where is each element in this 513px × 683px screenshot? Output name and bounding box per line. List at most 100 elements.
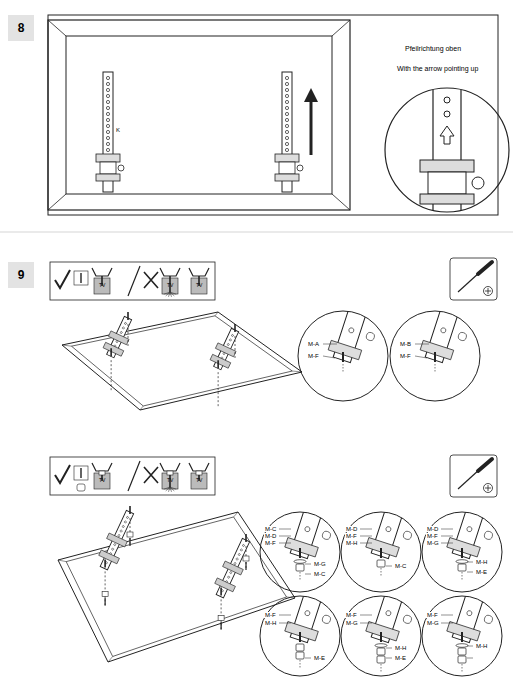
line-art: [385, 610, 391, 616]
detail-view: [327, 299, 383, 372]
line-art: [275, 174, 299, 181]
line-art: [466, 610, 472, 616]
line-art: [55, 270, 70, 288]
leader-line: [467, 658, 473, 659]
line-art: [100, 162, 116, 174]
line-art: [450, 258, 497, 300]
line-art: [227, 343, 230, 346]
line-art: [285, 622, 319, 641]
part-callout: M-C: [313, 571, 326, 577]
tv-bracket: [101, 312, 137, 390]
part-callout: M-D: [426, 526, 439, 532]
line-art: [456, 560, 468, 564]
line-art: [106, 118, 109, 121]
detail-view: [365, 500, 420, 576]
line-art: [62, 345, 71, 346]
detail-circle: [385, 88, 509, 212]
part-callout: M-F: [399, 353, 412, 359]
line-art: [160, 463, 180, 471]
detail-view: [284, 500, 339, 580]
line-art: [234, 562, 237, 565]
line-art: [58, 512, 295, 662]
bevel-line: [332, 194, 350, 210]
line-art: [343, 364, 344, 372]
line-art: [275, 154, 299, 162]
line-art: [285, 136, 288, 139]
line-art: [144, 272, 158, 288]
line-art: [108, 656, 113, 662]
line-art: [236, 558, 239, 561]
part-label: TV: [195, 283, 203, 288]
line-art: [235, 336, 236, 360]
part-callout: M-F: [307, 353, 320, 359]
leader-line: [386, 658, 392, 659]
line-art: [402, 614, 412, 624]
line-art: [144, 467, 158, 483]
line-art: [120, 331, 123, 334]
line-art: [120, 530, 123, 533]
line-art: [428, 172, 466, 194]
line-art: [483, 530, 493, 540]
line-art: [420, 194, 474, 204]
part-callout: M-F: [426, 533, 439, 539]
line-art: [458, 656, 466, 663]
line-art: [234, 512, 238, 517]
line-art: [447, 538, 481, 557]
line-art: [461, 548, 463, 558]
detail-circle: [390, 311, 480, 401]
screw-length-icons: [50, 262, 215, 300]
detail-circle: [341, 596, 421, 676]
part-callout: M-G: [345, 620, 359, 626]
part-callout: M-H: [394, 645, 407, 651]
line-art: [478, 262, 492, 274]
line-art: [102, 591, 108, 596]
part-label: TV: [98, 283, 106, 288]
line-art: [284, 500, 339, 564]
line-art: [461, 632, 463, 642]
leader-line: [467, 572, 473, 573]
leader-line: [279, 529, 291, 530]
line-art: [444, 97, 450, 103]
line-art: [285, 100, 288, 103]
part-callout: M-G: [313, 561, 327, 567]
line-art: [106, 112, 109, 115]
line-art: [140, 406, 143, 410]
line-art: [189, 463, 209, 471]
line-art: [105, 571, 106, 605]
screwdriver-icon: [450, 258, 497, 300]
line-art: [106, 82, 109, 85]
detail-circle: [298, 311, 388, 401]
line-art: [472, 177, 484, 189]
part-callout: M-F: [264, 540, 277, 546]
detail-circle: [260, 512, 340, 592]
leader-line: [323, 356, 335, 358]
line-art: [217, 360, 219, 368]
line-art: [380, 632, 382, 642]
line-art: [231, 334, 234, 337]
leader-line: [441, 615, 453, 616]
line-art: [297, 165, 303, 171]
line-art: [285, 148, 288, 151]
line-art: [74, 466, 88, 480]
line-art: [229, 571, 232, 574]
line-art: [285, 118, 288, 121]
part-label: TV: [166, 478, 174, 483]
line-art: [111, 548, 114, 551]
line-art: [485, 288, 491, 294]
part-callout: M-C: [264, 526, 277, 532]
part-callout: M-E: [394, 655, 407, 661]
part-callout: M-G: [426, 540, 440, 546]
leader-line: [305, 564, 311, 565]
part-callout: M-H: [475, 643, 488, 649]
line-art: [348, 327, 354, 333]
wall-bracket: [275, 72, 303, 192]
line-art: [285, 130, 288, 133]
line-art: [66, 517, 286, 657]
line-art: [458, 648, 466, 655]
line-art: [92, 463, 112, 471]
line-art: [170, 292, 172, 297]
line-art: [170, 487, 174, 491]
leader-line: [279, 536, 291, 537]
direction-arrowhead: [304, 88, 318, 102]
